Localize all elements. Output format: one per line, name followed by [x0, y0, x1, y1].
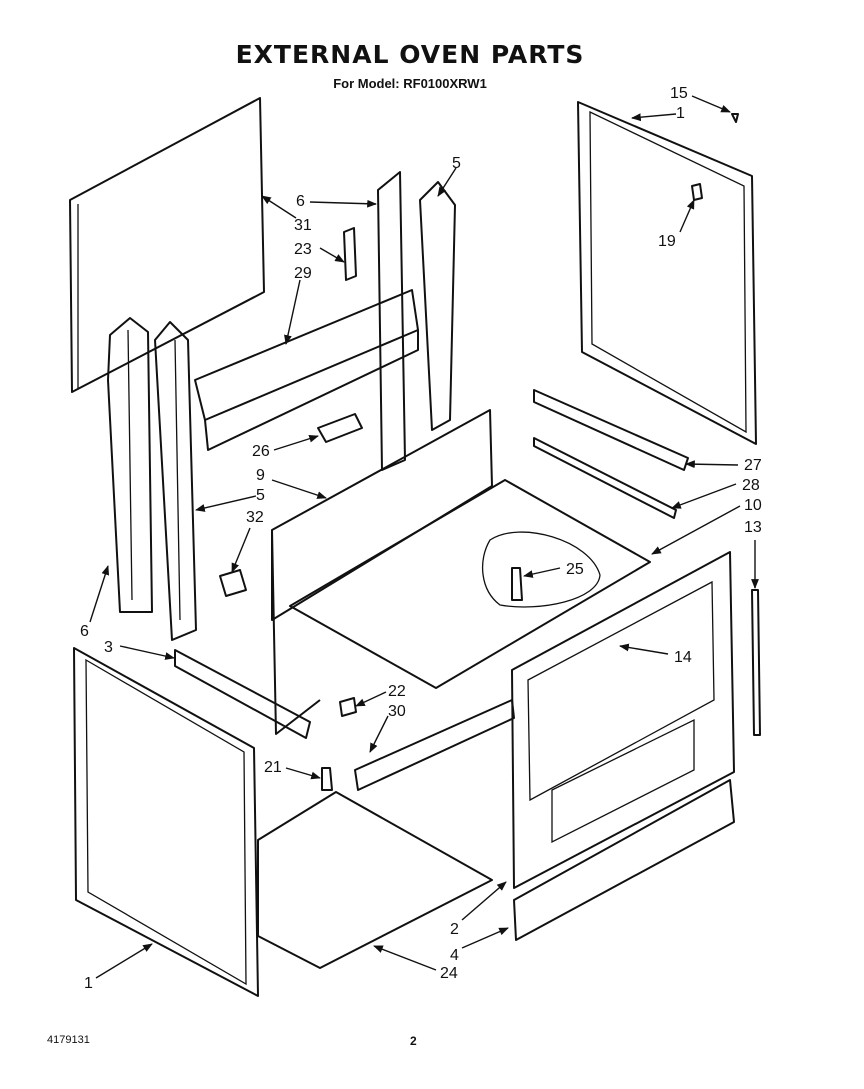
callout-27: 27 — [744, 457, 762, 474]
document-number: 4179131 — [47, 1034, 90, 1046]
rear-frame-rails — [377, 171, 456, 471]
switch-32 — [219, 569, 247, 597]
bracket-30 — [354, 699, 515, 791]
terminal-block-26 — [317, 413, 363, 443]
callout-2: 2 — [450, 921, 459, 938]
callout-15: 15 — [670, 85, 688, 102]
callout-labels: 15 1 5 6 31 23 29 19 26 9 5 32 27 28 10 … — [80, 85, 762, 992]
callout-leaders — [89, 95, 759, 979]
diagram-title: EXTERNAL OVEN PARTS — [235, 40, 585, 69]
callout-5-mid: 5 — [256, 487, 265, 504]
callout-1-bottom: 1 — [84, 975, 93, 992]
screw-15 — [731, 113, 739, 123]
callout-14: 14 — [674, 649, 692, 666]
callout-21: 21 — [264, 759, 282, 776]
side-panel-top-right — [577, 101, 757, 445]
callout-3: 3 — [104, 639, 113, 656]
callout-26: 26 — [252, 443, 270, 460]
callout-28: 28 — [742, 477, 760, 494]
oven-liner-9-10 — [271, 409, 651, 735]
side-panel-top-left — [69, 97, 265, 393]
sensor-22 — [339, 697, 357, 717]
callout-25: 25 — [566, 561, 584, 578]
callout-10: 10 — [744, 497, 762, 514]
rear-brace-29 — [194, 289, 419, 451]
callout-22: 22 — [388, 683, 406, 700]
callout-29: 29 — [294, 265, 312, 282]
page-number: 2 — [410, 1034, 417, 1048]
side-panel-bottom-left — [73, 647, 259, 997]
model-subtitle: For Model: RF0100XRW1 — [333, 76, 487, 91]
front-frame-2 — [511, 551, 735, 889]
leveling-leg-21 — [321, 767, 333, 791]
bracket-3 — [174, 649, 311, 739]
rails-27-28 — [533, 389, 689, 519]
toe-plate-4 — [513, 779, 735, 941]
strip-13 — [751, 589, 761, 736]
callout-19: 19 — [658, 233, 676, 250]
bracket-23 — [343, 227, 357, 281]
callout-24: 24 — [440, 965, 458, 982]
bottom-plate-24 — [257, 791, 493, 969]
callout-31: 31 — [294, 217, 312, 234]
callout-23: 23 — [294, 241, 312, 258]
callout-9: 9 — [256, 467, 265, 484]
callout-4: 4 — [450, 947, 459, 964]
bracket-19 — [691, 183, 703, 201]
callout-6-left: 6 — [80, 623, 89, 640]
callout-30: 30 — [388, 703, 406, 720]
callout-32: 32 — [246, 509, 264, 526]
callout-5-top: 5 — [452, 155, 461, 172]
callout-13: 13 — [744, 519, 762, 536]
callout-6-top: 6 — [296, 193, 305, 210]
callout-1-top: 1 — [676, 105, 685, 122]
left-frame-rails — [107, 317, 197, 641]
